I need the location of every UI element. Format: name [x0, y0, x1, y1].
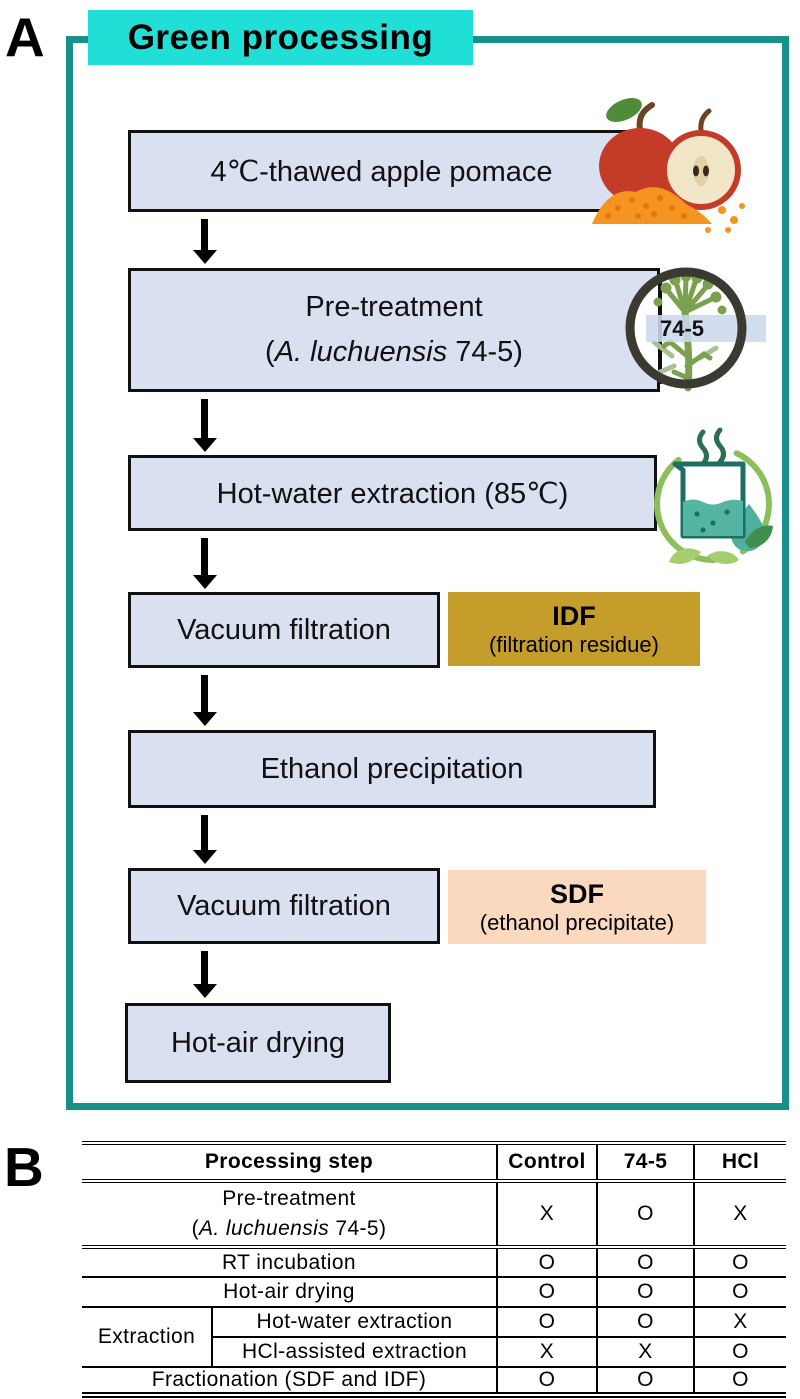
cell-fractionation-control: O	[496, 1367, 598, 1395]
cell-rt-control: O	[496, 1247, 598, 1278]
table-header-row: Processing step Control 74-5 HCl	[82, 1143, 787, 1183]
cell-pretreatment-hcl: X	[693, 1181, 787, 1249]
table-row-hcl-assisted-extraction: HCl-assisted extraction X X O	[82, 1337, 787, 1368]
flow-box-pretreatment: Pre-treatment (A. luchuensis 74-5)	[128, 268, 660, 392]
strain-74-5-icon: 74-5	[625, 267, 766, 392]
cell-hclassisted-hcl: O	[693, 1337, 787, 1368]
pretreatment-line1: Pre-treatment	[305, 291, 483, 324]
idf-subtitle: (filtration residue)	[489, 631, 659, 657]
step-cell-hot-air-drying: Hot-air drying	[82, 1277, 498, 1308]
panel-a-label: A	[5, 6, 45, 68]
flow-box-ethanol-precipitation: Ethanol precipitation	[128, 730, 656, 808]
cell-pretreatment-74-5: O	[596, 1181, 695, 1249]
step-cell-hot-water-extraction: Hot-water extraction	[210, 1307, 498, 1338]
group-cell-extraction: Extraction	[82, 1307, 212, 1368]
processing-table: Processing step Control 74-5 HCl Pre-tre…	[82, 1141, 787, 1398]
flow-box-hot-water-extraction: Hot-water extraction (85℃)	[128, 455, 657, 531]
cell-hotwater-74-5: O	[596, 1307, 695, 1338]
flow-box-hot-air-drying: Hot-air drying	[125, 1003, 391, 1083]
flow-arrow	[201, 219, 208, 251]
flow-arrow	[201, 538, 208, 576]
cell-hotwater-hcl: X	[693, 1307, 787, 1338]
cell-hotwater-control: O	[496, 1307, 598, 1338]
flow-box-vacuum-filtration-1: Vacuum filtration	[128, 592, 440, 668]
col-header-hcl: HCl	[693, 1143, 787, 1183]
green-processing-title: Green processing	[88, 10, 473, 65]
table-row-hot-water-extraction: Extraction Hot-water extraction O O X	[82, 1307, 787, 1368]
cell-hotair-74-5: O	[596, 1277, 695, 1308]
flow-arrow	[201, 815, 208, 851]
hot-water-beaker-icon	[654, 427, 773, 565]
col-header-74-5: 74-5	[596, 1143, 695, 1183]
cell-pretreatment-control: X	[496, 1181, 598, 1249]
col-header-control: Control	[496, 1143, 598, 1183]
strain-badge: 74-5	[660, 316, 704, 341]
table-row-rt-incubation: RT incubation O O O	[82, 1247, 787, 1278]
panel-b-label: B	[4, 1136, 44, 1198]
flow-arrow	[201, 675, 208, 713]
table-row-pretreatment: Pre-treatment (A. luchuensis 74-5) X O X	[82, 1181, 787, 1249]
flow-box-vacuum-filtration-2: Vacuum filtration	[128, 868, 440, 944]
cell-rt-74-5: O	[596, 1247, 695, 1278]
table-row-hot-air-drying: Hot-air drying O O O	[82, 1277, 787, 1308]
step-cell-hcl-assisted: HCl-assisted extraction	[210, 1337, 498, 1368]
cell-hclassisted-74-5: X	[596, 1337, 695, 1368]
cell-hclassisted-control: X	[496, 1337, 598, 1368]
pretreatment-line2: (A. luchuensis 74-5)	[265, 336, 523, 368]
step-cell-rt-incubation: RT incubation	[82, 1247, 498, 1278]
cell-fractionation-74-5: O	[596, 1367, 695, 1395]
apple-pomace-icon	[592, 98, 745, 233]
step-cell-fractionation: Fractionation (SDF and IDF)	[151, 1368, 427, 1391]
cell-hotair-hcl: O	[693, 1277, 787, 1308]
cell-fractionation-hcl: O	[693, 1367, 787, 1395]
step-cell-pretreatment: Pre-treatment (A. luchuensis 74-5)	[82, 1181, 498, 1249]
col-header-processing-step: Processing step	[82, 1143, 498, 1183]
flow-arrow	[201, 399, 208, 439]
idf-output-box: IDF (filtration residue)	[448, 592, 700, 666]
cell-hotair-control: O	[496, 1277, 598, 1308]
flow-box-thawed-apple-pomace: 4℃-thawed apple pomace	[128, 130, 635, 212]
table-row-fractionation: Fractionation (SDF and IDF) O O O	[82, 1367, 787, 1395]
idf-title: IDF	[552, 600, 596, 631]
flow-arrow	[201, 951, 208, 985]
sdf-output-box: SDF (ethanol precipitate)	[448, 870, 706, 944]
cell-rt-hcl: O	[693, 1247, 787, 1278]
sdf-title: SDF	[550, 878, 604, 909]
sdf-subtitle: (ethanol precipitate)	[479, 909, 675, 935]
